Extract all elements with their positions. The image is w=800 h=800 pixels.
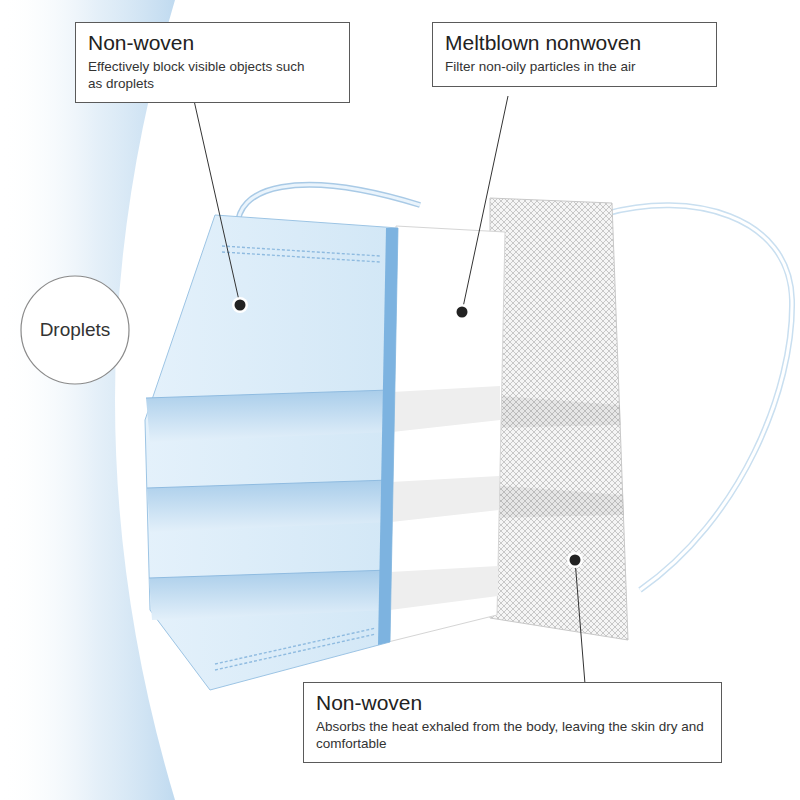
pleat-shadow xyxy=(391,476,499,522)
ear-loop xyxy=(605,205,792,590)
middle-layer xyxy=(388,226,505,642)
circle-outline xyxy=(21,276,129,384)
leader-line xyxy=(462,96,508,312)
stitch-line xyxy=(215,634,376,670)
pleat xyxy=(147,480,390,532)
pleat-shadow xyxy=(392,386,500,432)
leader-dot xyxy=(570,555,581,566)
callout-box: Non-wovenAbsorbs the heat exhaled from t… xyxy=(303,682,722,763)
pleat-edge xyxy=(146,390,390,578)
leader-line xyxy=(193,96,240,305)
dot-halo xyxy=(454,304,470,320)
pleat-shadow xyxy=(490,485,624,518)
callout-box: Non-wovenEffectively block visible objec… xyxy=(75,22,350,103)
pleat-shadow xyxy=(390,566,498,610)
stitch-line xyxy=(215,628,376,664)
label-text: Droplets xyxy=(40,319,111,341)
callout-description: Absorbs the heat exhaled from the body, … xyxy=(316,719,709,753)
pleat xyxy=(149,570,390,620)
dot-halo xyxy=(232,297,248,313)
edge-binding xyxy=(378,228,398,645)
callout-description: Filter non-oily particles in the air xyxy=(445,59,704,76)
stitch-line xyxy=(222,246,380,256)
pleat-shadow xyxy=(490,395,621,428)
callout-title: Non-woven xyxy=(316,690,709,715)
dot-halo xyxy=(567,552,583,568)
label-circle: Droplets xyxy=(20,275,130,385)
leader-dot xyxy=(457,307,468,318)
inner-layer xyxy=(490,198,628,640)
callout-box: Meltblown nonwovenFilter non-oily partic… xyxy=(432,22,717,87)
leader-line xyxy=(575,560,585,684)
ear-loop xyxy=(605,205,792,590)
stitch-line xyxy=(222,252,380,262)
callout-title: Meltblown nonwoven xyxy=(445,30,704,55)
leader-dot xyxy=(235,300,246,311)
pleat xyxy=(146,390,390,442)
callout-description: Effectively block visible objects such a… xyxy=(88,59,313,93)
callout-title: Non-woven xyxy=(88,30,337,55)
outer-layer xyxy=(145,215,398,690)
